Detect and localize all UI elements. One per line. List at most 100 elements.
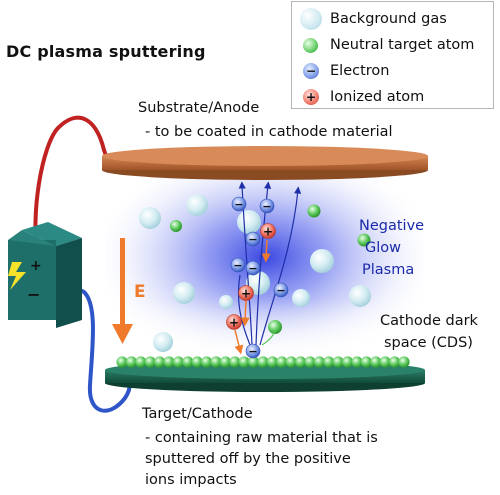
target-atom (398, 356, 410, 368)
neutral-atom-icon (303, 37, 318, 53)
target-atom (370, 356, 382, 368)
target-atom (389, 356, 401, 368)
ions: + + + (226, 223, 276, 330)
target-atom (219, 356, 231, 368)
electron-sign: − (248, 233, 257, 246)
target-atom (172, 356, 184, 368)
electron-sign: − (276, 284, 285, 297)
cds-label-line2: space (CDS) (384, 335, 473, 351)
target-atom (229, 356, 241, 368)
target-atom-layer (116, 356, 410, 368)
target-atom (210, 356, 222, 368)
battery (8, 222, 82, 328)
electron-sign: − (234, 198, 243, 211)
substrate-description: - to be coated in cathode material (145, 124, 393, 140)
background-gas-atom (219, 295, 233, 309)
target-atom (135, 356, 147, 368)
battery-plus-sign: + (30, 258, 42, 274)
target-description-line3: ions impacts (145, 472, 237, 488)
legend-item-electron: − Electron (303, 60, 389, 82)
legend-item-background-gas: Background gas (300, 8, 447, 30)
diagram-title: DC plasma sputtering (6, 42, 206, 61)
electron: − (245, 231, 261, 247)
target-atom (182, 356, 194, 368)
target-atom (116, 356, 128, 368)
target-atom (154, 356, 166, 368)
ion: + (238, 285, 254, 301)
target-atom (285, 356, 297, 368)
substrate-label: Substrate/Anode (138, 100, 260, 116)
ion-sign: + (263, 225, 273, 239)
ion-icon: + (303, 89, 319, 105)
background-gas-atom (349, 285, 371, 307)
target-atom (191, 356, 203, 368)
legend-label: Ionized atom (330, 89, 425, 105)
target-description-line1: - containing raw material that is (145, 430, 378, 446)
target-atom (379, 356, 391, 368)
target-atom (351, 356, 363, 368)
legend-label: Electron (330, 63, 390, 79)
electron-sign: − (248, 345, 257, 358)
ion-sign: + (241, 287, 251, 301)
target-atom (201, 356, 213, 368)
neutral-atom (357, 233, 371, 247)
background-gas-atom (310, 249, 334, 273)
plasma-label-line2: Glow (365, 240, 401, 256)
anode-plate (102, 146, 428, 180)
electron: − (245, 260, 261, 276)
electron-sign: − (248, 262, 257, 275)
target-atom (295, 356, 307, 368)
target-atom (360, 356, 372, 368)
battery-minus-sign: − (27, 285, 40, 304)
electric-field-arrow (112, 238, 133, 344)
electron: − (245, 343, 261, 359)
background-gas-atoms (139, 194, 371, 352)
electron-sign: − (233, 259, 242, 272)
background-gas-icon (300, 8, 322, 30)
target-atom (144, 356, 156, 368)
background-gas-atom (237, 210, 261, 234)
target-atom (257, 356, 269, 368)
legend-label: Neutral target atom (330, 37, 475, 53)
electron: − (231, 196, 247, 212)
target-description-line2: sputtered off by the positive (145, 451, 351, 467)
neutral-atom (307, 204, 321, 218)
target-atom (342, 356, 354, 368)
target-atom (248, 356, 260, 368)
background-gas-atom (186, 194, 208, 216)
legend-label: Background gas (330, 11, 447, 27)
background-gas-atom (292, 289, 310, 307)
lightning-icon (8, 262, 26, 290)
target-atom (304, 356, 316, 368)
electrons: −−−−−−− (230, 196, 289, 359)
plasma-label-line3: Plasma (362, 262, 415, 278)
legend: Background gas Neutral target atom − Ele… (291, 1, 494, 109)
target-atom (238, 356, 250, 368)
electron: − (273, 282, 289, 298)
target-atom (163, 356, 175, 368)
ion-trajectories (234, 239, 271, 355)
electron: − (259, 198, 275, 214)
neutral-atoms (170, 204, 371, 334)
ion-sign: + (229, 316, 239, 330)
target-atom (313, 356, 325, 368)
electron-icon: − (303, 63, 319, 79)
target-atom (266, 356, 278, 368)
background-gas-atom (153, 332, 173, 352)
target-atom (125, 356, 137, 368)
neutral-atom (268, 320, 282, 334)
target-label: Target/Cathode (142, 406, 253, 422)
background-gas-atom (173, 282, 195, 304)
electron-sign: − (262, 200, 271, 213)
legend-item-neutral-target-atom: Neutral target atom (303, 34, 474, 56)
background-gas-atom (139, 207, 161, 229)
target-atom (332, 356, 344, 368)
field-label: E (134, 282, 146, 302)
target-atom (323, 356, 335, 368)
legend-item-ionized-atom: + Ionized atom (303, 86, 424, 108)
ion: + (226, 314, 242, 330)
neutral-atom (170, 220, 182, 232)
target-atom (276, 356, 288, 368)
ion: + (260, 223, 276, 239)
